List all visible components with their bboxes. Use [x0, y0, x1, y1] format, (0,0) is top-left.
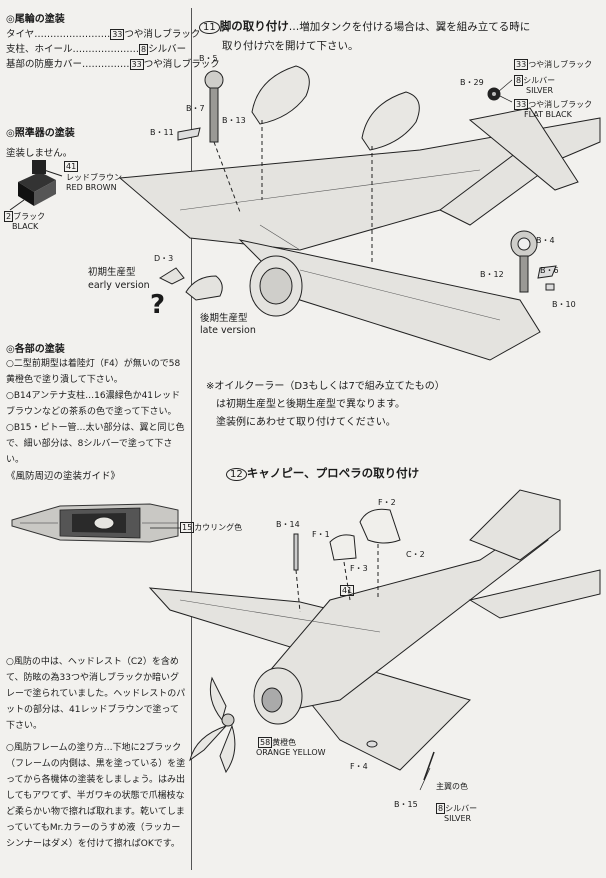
drop-tank-left: [251, 65, 310, 200]
wing-color-label: 主翼の色: [436, 782, 468, 791]
windshield-guide-title: 《風防周辺の塗装ガイド》: [6, 471, 121, 482]
late-version-en: late version: [200, 325, 256, 336]
part-f2: F・2: [378, 498, 396, 507]
black-en: BLACK: [12, 222, 39, 231]
gunsight-part: [9, 160, 63, 211]
paint-silver-en: SILVER: [526, 86, 554, 95]
pitot-tube: [419, 751, 435, 791]
propeller: [189, 676, 236, 774]
canopy-interior-note: ○風防の中は、ヘッドレスト（C2）を含めて、防眩の為33つや消しブラックか暗いグ…: [6, 657, 186, 731]
red-brown-en: RED BROWN: [66, 183, 117, 192]
step-11-title-line2: 取り付け穴を開けて下さい。: [222, 40, 359, 52]
parts-heading: ◎各部の塗装: [6, 344, 65, 355]
parts-note-2: ○B14アンテナ支柱…16濃緑色か41レッドブラウンなどの茶系の色で塗って下さい…: [6, 391, 181, 417]
tail-wheel-heading: ◎尾輪の塗装: [6, 14, 65, 25]
parts-note-1: ○二型前期型は着陸灯（F4）が無いので58黄橙色で塗り潰して下さい。: [6, 359, 181, 385]
paint-code: 8: [139, 44, 149, 55]
landing-light: [366, 740, 378, 748]
paint-code: 33: [129, 59, 144, 70]
part-f1: F・1: [312, 530, 330, 539]
late-version-jp: 後期生産型: [200, 313, 248, 324]
tail-wheel-part: [487, 79, 513, 103]
part-d3: D・3: [154, 254, 174, 263]
oil-cooler-note-1: ※オイルクーラー（D3もしくは7で組み立てたもの）: [206, 381, 445, 392]
parts-note-3: ○B15・ピトー管…太い部分は、翼と同じ色で、細い部分は、8シルバーで塗って下さ…: [6, 423, 185, 465]
gunsight-heading: ◎照準器の塗装: [6, 128, 75, 139]
main-gear-left: [177, 70, 241, 213]
oil-cooler-early: [158, 267, 185, 285]
part-b10: B・10: [552, 300, 576, 309]
aircraft-underside: [118, 107, 601, 361]
early-version-jp: 初期生産型: [88, 267, 136, 278]
part-b14: B・14: [276, 520, 300, 529]
part-b7: B・7: [186, 104, 205, 113]
silver-en: SILVER: [444, 814, 472, 823]
part-c2: C・2: [406, 550, 425, 559]
part-f4: F・4: [350, 762, 368, 771]
tail-item: タイヤ: [6, 29, 35, 40]
step-number: 11: [199, 21, 220, 34]
part-b15: B・15: [394, 800, 418, 809]
red-code: 41: [64, 161, 79, 172]
part-b12: B・12: [480, 270, 504, 279]
question-mark: ?: [150, 290, 166, 320]
frame-painting-note: ○風防フレームの塗り方…下地に2ブラック（フレームの内側は、黒を塗っている）を塗…: [6, 743, 186, 849]
part-b5: B・5: [199, 54, 218, 63]
paint-code: 33: [110, 29, 125, 40]
oil-cooler-note-3: 塗装例にあわせて取り付けてください。: [216, 417, 396, 428]
antenna-mast: [293, 533, 301, 613]
drop-tank-right: [361, 91, 420, 262]
paint-flat-black-en: FLAT BLACK: [524, 110, 572, 119]
part-b6: B・6: [540, 266, 559, 275]
fuselage-topview: [11, 503, 180, 543]
orange-yellow-en: ORANGE YELLOW: [256, 748, 326, 757]
part-b4: B・4: [536, 236, 555, 245]
oil-cooler-note-2: は初期生産型と後期生産型で異なります。: [216, 399, 405, 410]
part-b11: B・11: [150, 128, 174, 137]
column-divider: [191, 8, 192, 870]
gunsight-note: 塗装しません。: [6, 148, 73, 159]
part-b13: B・13: [222, 116, 246, 125]
part-f3: F・3: [350, 564, 368, 573]
paint-41: 41: [340, 585, 355, 596]
part-b29: B・29: [460, 78, 484, 87]
step-number: 12: [226, 468, 247, 481]
early-version-en: early version: [88, 280, 150, 291]
red-brown-jp: レッドブラウン: [66, 173, 122, 182]
